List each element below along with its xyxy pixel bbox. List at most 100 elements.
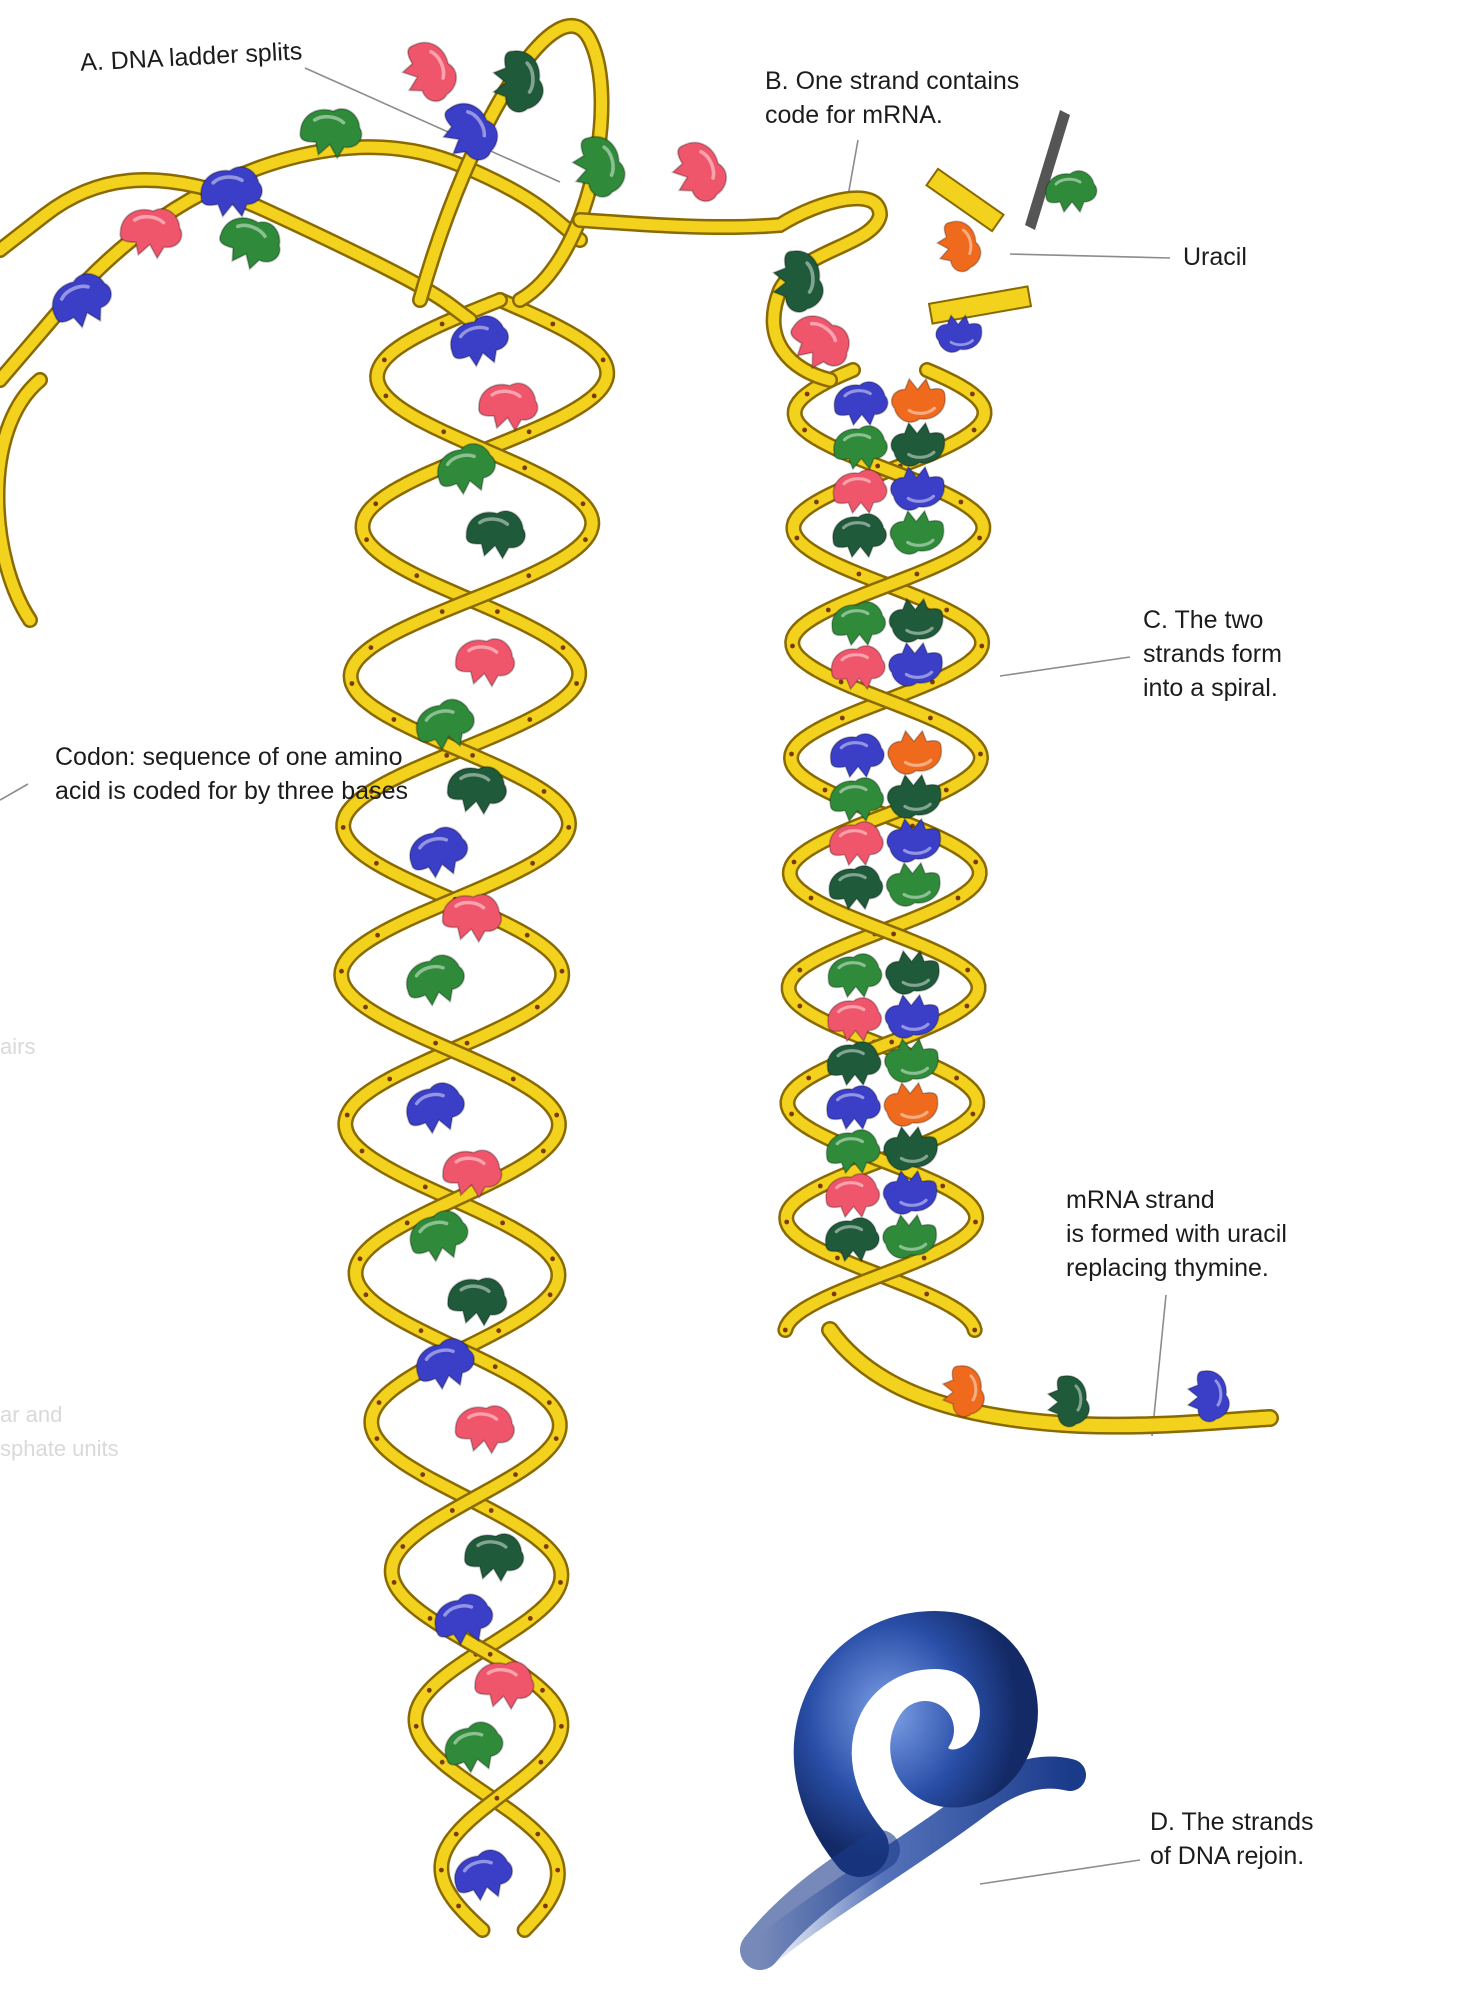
backbone-tick (349, 681, 355, 686)
base-shape (829, 777, 885, 823)
nucleotide-base (771, 250, 824, 313)
backbone-tick (363, 1004, 368, 1010)
nucleotide-base (830, 645, 886, 691)
backbone-tick (580, 501, 586, 507)
nucleotide-base (890, 377, 946, 423)
single-strand (574, 192, 886, 386)
backbone-tick (547, 1292, 553, 1298)
backbone-tick (494, 1795, 500, 1801)
backbone-tick (404, 1220, 410, 1226)
backbone-tick (889, 1039, 895, 1045)
base-highlight (236, 223, 267, 239)
backbone-tick (591, 393, 597, 399)
base-shape (832, 469, 888, 515)
label-line: is formed with uracil (1066, 1220, 1287, 1248)
nucleotide-base (941, 1365, 985, 1418)
base-highlight (467, 645, 499, 654)
left-edge-strand-edge (0, 372, 48, 628)
label-strands-form-spiral: C. The two strands form into a spiral. (1143, 603, 1282, 705)
bleed-through-text: ar and sphate units (0, 1398, 119, 1466)
backbone-tick (546, 1400, 552, 1405)
nucleotide-base (450, 315, 510, 368)
backbone-tick (449, 1508, 455, 1513)
base-highlight (903, 846, 932, 855)
backbone-tick (797, 967, 803, 973)
backbone-tick (839, 715, 845, 721)
backbone-tick (910, 823, 915, 829)
free-backbone-segment (927, 285, 1033, 325)
leader-line-d (979, 1859, 1141, 1885)
base-highlight (459, 1284, 491, 1294)
backbone-tick (368, 789, 374, 794)
nucleotide-base (434, 1593, 494, 1647)
label-strands-rejoin: D. The strands of DNA rejoin. (1150, 1805, 1314, 1873)
nucleotide-base (884, 1037, 939, 1083)
base-shape (51, 272, 113, 330)
base-shape (829, 733, 885, 779)
base-highlight (969, 1374, 978, 1402)
base-highlight (211, 175, 244, 185)
nucleotide-base (833, 381, 889, 427)
base-shape (454, 638, 516, 688)
base-highlight (414, 1092, 445, 1106)
leader-line-uracil (1009, 253, 1171, 259)
base-highlight (901, 978, 930, 987)
backbone-tick (559, 1723, 564, 1729)
base-shape (884, 993, 940, 1039)
base-shape (825, 1129, 881, 1175)
base-shape (570, 135, 626, 198)
base-shape (400, 41, 458, 103)
backbone-tick (541, 1148, 546, 1154)
base-highlight (842, 433, 872, 442)
nucleotide-base (570, 135, 626, 198)
backbone-tick (492, 1364, 498, 1370)
base-highlight (466, 110, 487, 138)
base-highlight (839, 785, 868, 794)
backbone-tick (822, 787, 828, 793)
label-line: replacing thymine. (1066, 1254, 1269, 1282)
base-shape (1186, 1370, 1230, 1423)
backbone-tick (554, 1112, 560, 1118)
base-shape (832, 513, 888, 559)
base-shape (446, 1277, 508, 1328)
base-shape (409, 1209, 469, 1263)
backbone-tick (791, 859, 797, 865)
backbone-tick (439, 1759, 445, 1765)
base-highlight (453, 1731, 484, 1745)
backbone-tick (535, 1831, 541, 1837)
backbone-tick (914, 571, 920, 577)
backbone-tick (944, 607, 950, 613)
nucleotide-base (825, 1129, 881, 1175)
base-highlight (418, 836, 449, 850)
base-highlight (809, 321, 838, 343)
base-highlight (835, 1181, 864, 1190)
base-highlight (424, 709, 455, 722)
nucleotide-base (886, 773, 942, 819)
backbone-tick (495, 609, 500, 614)
base-shape (827, 953, 883, 999)
backbone-tick (439, 1867, 444, 1873)
base-shape (828, 821, 884, 867)
backbone-tick (526, 429, 532, 435)
nucleotide-base (826, 1085, 882, 1131)
label-line: code for mRNA. (765, 101, 943, 129)
base-shape (218, 217, 281, 271)
backbone-tick (583, 537, 588, 543)
backbone-tick (391, 1580, 397, 1585)
backbone-tick (817, 1183, 823, 1189)
backbone-tick (441, 429, 447, 435)
base-highlight (904, 670, 934, 679)
leader-line-b (847, 139, 859, 197)
base-shape (415, 698, 475, 752)
backbone-tick (955, 895, 961, 901)
nucleotide-base (491, 50, 544, 113)
leader-lines (0, 67, 1171, 1885)
backbone-tick (891, 931, 896, 937)
backbone-tick (794, 535, 800, 541)
nucleotide-base (828, 865, 884, 911)
base-highlight (841, 609, 870, 618)
base-highlight (835, 1137, 864, 1146)
nucleotide-base (465, 510, 527, 561)
base-shape (883, 1081, 939, 1127)
